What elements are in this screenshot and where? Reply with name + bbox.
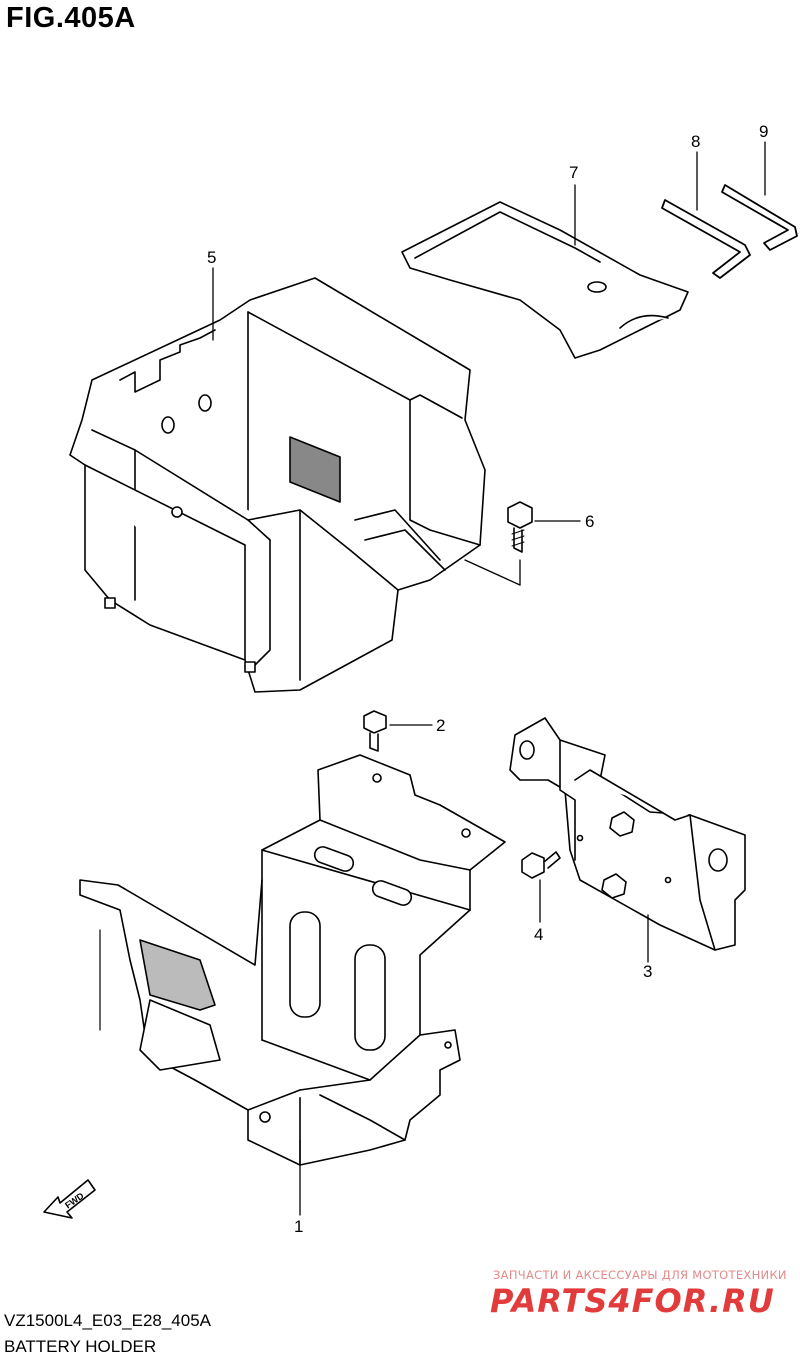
callout-5: 5 [207, 248, 216, 267]
callout-6: 6 [585, 512, 594, 531]
callout-1: 1 [294, 1217, 303, 1236]
leader-lines [212, 141, 766, 1216]
battery-box-part [69, 277, 486, 693]
battery-holder-bracket-part [79, 754, 506, 1166]
figure-title: FIG.405A [6, 2, 136, 34]
callout-8: 8 [691, 132, 700, 151]
figure-name: BATTERY HOLDER [4, 1337, 157, 1356]
hex-wrench-parts [661, 184, 798, 279]
battery-cushion-part [401, 201, 689, 359]
callout-9: 9 [759, 122, 768, 141]
callout-2: 2 [436, 716, 445, 735]
watermark-tagline: ЗАПЧАСТИ И АКСЕССУАРЫ ДЛЯ МОТОТЕХНИКИ [493, 1268, 787, 1282]
bolt-part-6 [507, 501, 533, 553]
bolt-part-2 [363, 710, 387, 752]
fwd-arrow-icon [43, 1179, 96, 1219]
watermark-brand: PARTS4FOR.RU [490, 1282, 775, 1320]
callout-7: 7 [569, 163, 578, 182]
figure-code: VZ1500L4_E03_E28_405A [4, 1311, 212, 1330]
callout-3: 3 [643, 962, 652, 981]
bolt-part-4 [521, 851, 561, 879]
callout-4: 4 [534, 925, 543, 944]
side-bracket-part [509, 717, 746, 951]
